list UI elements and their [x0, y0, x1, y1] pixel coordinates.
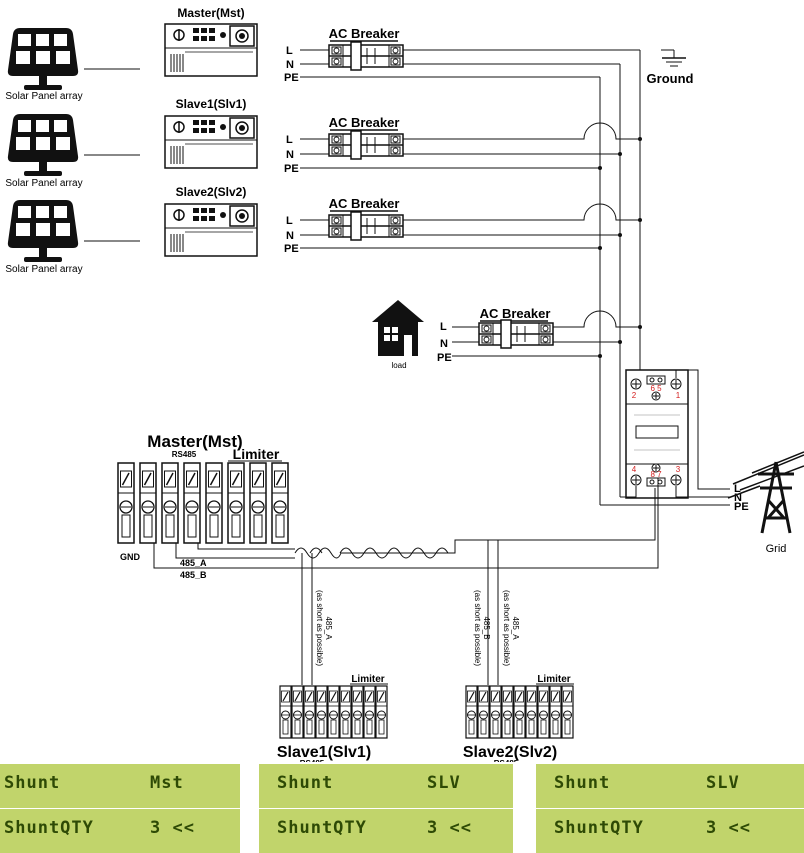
master-block-title: Master(Mst) — [147, 432, 242, 451]
ac-breaker-2 — [328, 130, 404, 160]
lcd-value: Mst — [150, 773, 184, 793]
lcd-value: 3 << — [150, 818, 195, 838]
lcd-value: 3 << — [706, 818, 751, 838]
wire-label-n: N — [286, 230, 294, 242]
slave1-terminal-block — [279, 685, 388, 739]
gnd-label: GND — [120, 552, 141, 562]
lcd-label: Shunt — [4, 773, 61, 793]
solar-label-1: Solar Panel array — [5, 91, 82, 102]
lcd-line-1: Shunt Mst — [0, 764, 240, 808]
lcd-label: ShuntQTY — [554, 818, 644, 838]
meter-terminal-4: 4 — [632, 465, 637, 474]
energy-meter — [625, 369, 689, 499]
slave1-short-note: (as short as possible) — [315, 590, 324, 666]
lcd-screen-slave2: Shunt SLV ShuntQTY 3 << — [536, 764, 804, 853]
slave2-limiter-label: Limiter — [537, 674, 570, 685]
wire-label-n: N — [286, 59, 294, 71]
meter-terminal-2: 2 — [632, 391, 637, 400]
wire-label-l: L — [286, 134, 293, 146]
meter-terminal-8-7: 8 7 — [650, 470, 662, 479]
slave2-terminal-block — [465, 685, 574, 739]
slave1-block-title: Slave1(Slv1) — [277, 744, 371, 761]
master-485b-label: 485_B — [180, 570, 207, 580]
solar-panel-icon — [7, 114, 79, 176]
wiring-diagram: Solar Panel array Solar Panel array Sola… — [5, 6, 804, 762]
wire-label-l: L — [286, 215, 293, 227]
ac-breaker-label-3: AC Breaker — [329, 196, 400, 211]
slave1-inverter-icon — [164, 115, 258, 169]
lcd-line-1: Shunt SLV — [536, 764, 804, 808]
house-icon — [372, 300, 424, 356]
ac-breaker-1 — [328, 41, 404, 71]
slave2-short-note-2: (as short as possible) — [502, 590, 511, 666]
ground-label: Ground — [647, 71, 694, 86]
ac-breaker-label-2: AC Breaker — [329, 115, 400, 130]
lcd-label: ShuntQTY — [4, 818, 94, 838]
grid-n-label: N — [734, 492, 742, 504]
slave2-block-title: Slave2(Slv2) — [463, 744, 557, 761]
lcd-line-2: ShuntQTY 3 << — [0, 809, 240, 853]
wire-label-pe: PE — [284, 163, 299, 175]
grid-label: Grid — [766, 543, 787, 555]
lcd-line-1: Shunt SLV — [259, 764, 513, 808]
master-limiter-label: Limiter — [233, 446, 280, 462]
master-inverter-label: Master(Mst) — [177, 6, 244, 20]
lcd-label: ShuntQTY — [277, 818, 367, 838]
slave1-485a-note: 485_A — [324, 616, 333, 640]
wire-label-l: L — [440, 321, 447, 333]
lcd-screen-master: Shunt Mst ShuntQTY 3 << — [0, 764, 240, 853]
solar-panel-icon — [7, 200, 79, 262]
power-tower-icon — [758, 461, 794, 534]
ac-breaker-label-4: AC Breaker — [480, 306, 551, 321]
slave2-inverter-icon — [164, 203, 258, 257]
slave2-485b-note: 485_B — [482, 616, 491, 639]
lcd-value: SLV — [427, 773, 461, 793]
wire-label-pe: PE — [284, 243, 299, 255]
slave1-rs485-label: RS485 — [300, 759, 325, 762]
lcd-screens: Shunt Mst ShuntQTY 3 << Shunt SLV ShuntQ… — [0, 764, 804, 853]
meter-terminal-6-5: 6 5 — [650, 384, 662, 393]
master-inverter-icon — [164, 23, 258, 77]
lcd-value: 3 << — [427, 818, 472, 838]
wire-label-n: N — [286, 149, 294, 161]
lcd-label: Shunt — [277, 773, 334, 793]
lcd-screen-slave1: Shunt SLV ShuntQTY 3 << — [259, 764, 513, 853]
master-terminal-block — [117, 462, 289, 544]
lcd-line-2: ShuntQTY 3 << — [259, 809, 513, 853]
master-rs485-label: RS485 — [172, 450, 197, 459]
slave2-485a-note: 485_A — [511, 616, 520, 640]
slave2-inverter-label: Slave2(Slv2) — [176, 185, 247, 199]
ac-breaker-label-1: AC Breaker — [329, 26, 400, 41]
load-label: load — [391, 361, 406, 370]
meter-terminal-3: 3 — [676, 465, 681, 474]
ac-breaker-4 — [478, 319, 554, 349]
slave1-limiter-label: Limiter — [351, 674, 384, 685]
meter-terminal-1: 1 — [676, 391, 681, 400]
master-485a-label: 485_A — [180, 558, 207, 568]
slave2-short-note-1: (as short as possible) — [473, 590, 482, 666]
solar-label-3: Solar Panel array — [5, 264, 82, 275]
solar-panel-icon — [7, 28, 79, 90]
lcd-value: SLV — [706, 773, 740, 793]
solar-label-2: Solar Panel array — [5, 178, 82, 189]
wire-label-pe: PE — [284, 72, 299, 84]
slave1-inverter-label: Slave1(Slv1) — [176, 97, 247, 111]
grid-l-label: L — [734, 483, 741, 495]
lcd-label: Shunt — [554, 773, 611, 793]
slave2-rs485-label: RS485 — [494, 759, 519, 762]
grid-pe-label: PE — [734, 501, 749, 513]
wire-label-l: L — [286, 45, 293, 57]
ac-breaker-3 — [328, 211, 404, 241]
wire-label-pe: PE — [437, 352, 452, 364]
lcd-line-2: ShuntQTY 3 << — [536, 809, 804, 853]
wire-label-n: N — [440, 338, 448, 350]
